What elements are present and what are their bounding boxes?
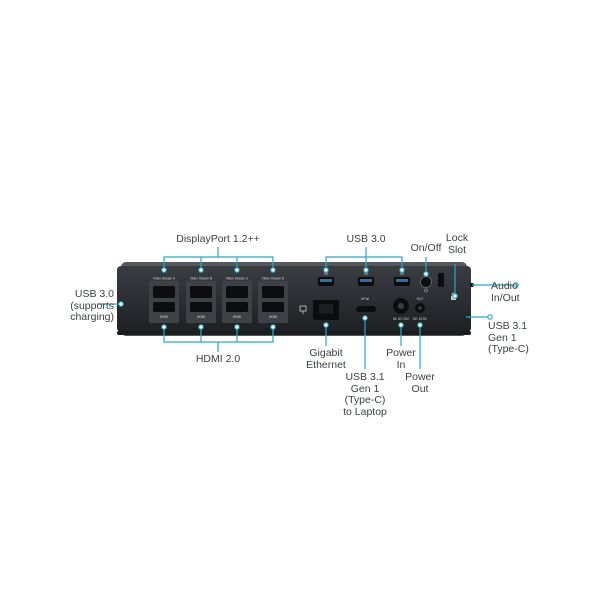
label-power-in: Power In [386, 347, 416, 371]
label-usb30-top: USB 3.0 [346, 233, 386, 245]
video-stream-b: Video Stream B HDMI [186, 277, 216, 323]
label-audio: Audio In/Out [491, 280, 520, 304]
video-stream-a: Video Stream A HDMI [149, 277, 179, 323]
power-button[interactable] [420, 276, 432, 288]
hdmi-port-a[interactable] [153, 302, 175, 312]
power-icon [424, 288, 428, 293]
svg-text:HDMI: HDMI [269, 315, 277, 319]
displayport-port-c[interactable] [226, 286, 248, 298]
video-stream-c: Video Stream C HDMI [222, 277, 252, 323]
power-in-port[interactable]: IN: DC 20V [393, 298, 410, 321]
label-usb30-left: USB 3.0 (supports charging) [70, 288, 114, 323]
svg-text:SS: SS [400, 272, 404, 276]
svg-text:HDMI: HDMI [160, 315, 168, 319]
label-on-off: On/Off [410, 242, 442, 254]
svg-text:HDMI: HDMI [197, 315, 205, 319]
svg-text:IN: DC 20V: IN: DC 20V [393, 317, 410, 321]
svg-text:SS: SS [324, 272, 328, 276]
svg-text:Video Stream C: Video Stream C [226, 277, 249, 281]
usb-a-port-2[interactable]: SS [358, 272, 374, 286]
displayport-port-b[interactable] [190, 286, 212, 298]
label-gigabit: Gigabit Ethernet [306, 347, 346, 371]
usb-a-port-1[interactable]: SS [318, 272, 334, 286]
label-usb31-laptop: USB 3.1 Gen 1 (Type-C) to Laptop [343, 371, 387, 418]
label-lock-slot: Lock Slot [445, 232, 469, 256]
svg-text:Video Stream B: Video Stream B [190, 277, 212, 281]
svg-text:Video Stream D: Video Stream D [262, 277, 285, 281]
video-stream-d: Video Stream D HDMI [258, 277, 288, 323]
svg-text:HDMI: HDMI [233, 315, 241, 319]
ethernet-icon [299, 305, 307, 314]
power-out-port[interactable]: OUT DC 19.5V [413, 297, 428, 321]
svg-text:DC 19.5V: DC 19.5V [413, 317, 428, 321]
hdmi-port-c[interactable] [226, 302, 248, 312]
displayport-port-d[interactable] [262, 286, 284, 298]
label-hdmi: HDMI 2.0 [195, 353, 241, 365]
svg-text:Video Stream A: Video Stream A [153, 277, 176, 281]
callouts [97, 247, 516, 369]
svg-text:UP ⇄: UP ⇄ [361, 297, 369, 301]
label-displayport: DisplayPort 1.2++ [176, 233, 260, 245]
lock-slot[interactable] [438, 273, 444, 287]
label-usb31-right: USB 3.1 Gen 1 (Type-C) [488, 320, 529, 355]
ethernet-port[interactable] [313, 300, 339, 320]
hdmi-port-d[interactable] [262, 302, 284, 312]
usb-c-laptop-port[interactable]: UP ⇄ [356, 297, 376, 312]
label-power-out: Power Out [405, 371, 435, 395]
displayport-port-a[interactable] [153, 286, 175, 298]
callout-dots [118, 267, 519, 330]
hdmi-port-b[interactable] [190, 302, 212, 312]
svg-text:OUT: OUT [417, 297, 424, 301]
usb-a-port-3[interactable]: SS [394, 272, 410, 286]
svg-text:SS: SS [364, 272, 368, 276]
